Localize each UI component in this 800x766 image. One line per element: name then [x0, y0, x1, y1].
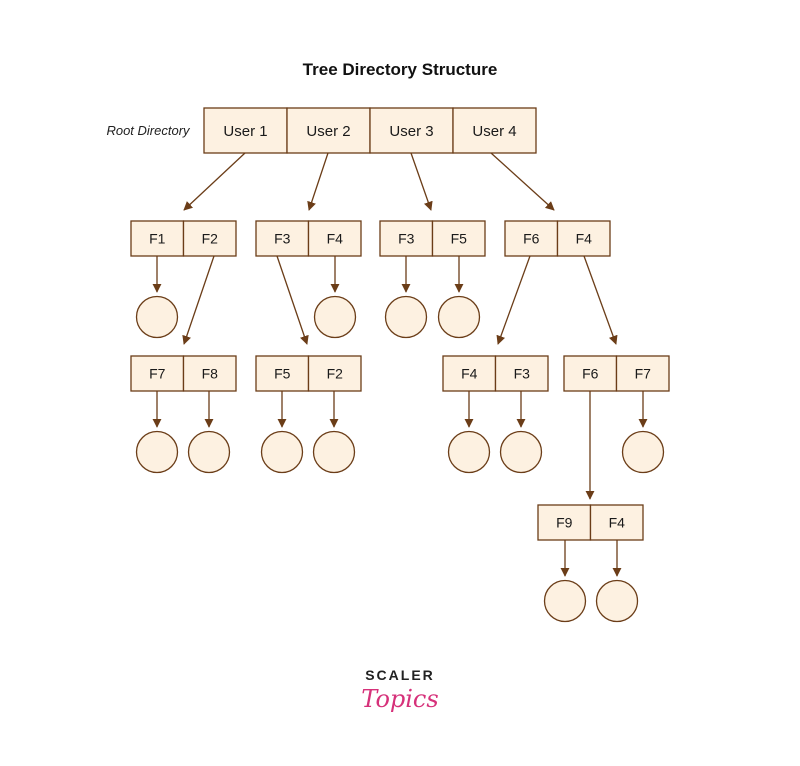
arrow-to-directory — [490, 152, 555, 211]
directory-node-u4: F6 F4 — [504, 220, 611, 257]
directory-cell-user-3: User 3 — [389, 123, 433, 140]
directory-cell-user-1: User 1 — [223, 123, 267, 140]
root-directory-label: Root Directory — [106, 123, 191, 138]
directory-cell-f2: F2 — [202, 231, 219, 247]
file-circle — [437, 295, 481, 339]
directory-cell-box — [494, 355, 549, 392]
directory-node-u2: F3 F4 — [255, 220, 362, 257]
root-directory-node: User 1 User 2 User 3 User 4 — [203, 107, 537, 154]
scaler-topics-logo: SCALER Topics — [361, 667, 438, 713]
arrow-to-directory — [182, 255, 215, 345]
brand-topics-text: Topics — [361, 685, 438, 713]
file-circle — [260, 430, 304, 474]
file-circle — [187, 430, 231, 474]
directory-node-u1-f2: F7 F8 — [130, 355, 237, 392]
directory-cell-f4: F4 — [327, 231, 344, 247]
file-circle — [621, 430, 665, 474]
directory-cell-box — [563, 355, 618, 392]
diagram-title: Tree Directory Structure — [303, 60, 498, 79]
brand-scaler-text: SCALER — [365, 667, 435, 683]
directory-cell-user-2: User 2 — [306, 123, 350, 140]
arrow-to-directory — [410, 152, 433, 211]
directory-cell-box — [286, 107, 371, 154]
directory-cell-box — [307, 355, 362, 392]
file-circle — [135, 295, 179, 339]
directory-cell-f6: F6 — [523, 231, 540, 247]
directory-cell-f3: F3 — [514, 366, 531, 382]
directory-cell-box — [203, 107, 288, 154]
directory-cell-f1: F1 — [149, 231, 166, 247]
directory-cell-box — [369, 107, 454, 154]
directory-cell-box — [130, 355, 185, 392]
directory-cell-f4: F4 — [576, 231, 593, 247]
arrow-to-directory — [276, 255, 309, 345]
directory-cell-box — [452, 107, 537, 154]
directory-cell-box — [182, 355, 237, 392]
directory-cell-f7: F7 — [149, 366, 166, 382]
directory-cell-f4: F4 — [609, 515, 626, 531]
file-circle — [135, 430, 179, 474]
directory-cell-f7: F7 — [635, 366, 652, 382]
directory-cell-box — [255, 355, 310, 392]
arrow-to-directory — [496, 255, 531, 345]
file-circle — [543, 579, 587, 623]
directory-cell-f9: F9 — [556, 515, 573, 531]
file-circle — [384, 295, 428, 339]
directory-node-u4-f4-f6: F9 F4 — [537, 504, 644, 541]
directory-cell-f2: F2 — [327, 366, 344, 382]
directory-cell-box — [255, 220, 310, 257]
directory-cell-box — [431, 220, 486, 257]
arrow-to-directory — [183, 152, 246, 211]
file-circle — [313, 295, 357, 339]
directory-cell-f5: F5 — [451, 231, 468, 247]
directory-cell-box — [615, 355, 670, 392]
directory-node-u4-f4: F6 F7 — [563, 355, 670, 392]
arrow-to-directory — [307, 152, 329, 211]
directory-cell-f3: F3 — [274, 231, 291, 247]
edges — [152, 152, 648, 577]
directory-cell-box — [556, 220, 611, 257]
directory-node-u4-f6: F4 F3 — [442, 355, 549, 392]
file-circle — [447, 430, 491, 474]
directory-cell-box — [589, 504, 644, 541]
directory-cell-f4: F4 — [461, 366, 478, 382]
arrow-to-directory — [583, 255, 618, 345]
directory-cell-box — [307, 220, 362, 257]
directory-cell-box — [182, 220, 237, 257]
directory-cell-f8: F8 — [202, 366, 219, 382]
directory-node-u1: F1 F2 — [130, 220, 237, 257]
file-circle — [595, 579, 639, 623]
file-circle — [312, 430, 356, 474]
directory-node-u2-f3: F5 F2 — [255, 355, 362, 392]
directory-cell-f5: F5 — [274, 366, 291, 382]
directory-cell-f6: F6 — [582, 366, 599, 382]
directory-node-u3: F3 F5 — [379, 220, 486, 257]
file-circle — [499, 430, 543, 474]
directory-cell-user-4: User 4 — [472, 123, 516, 140]
directory-cell-f3: F3 — [398, 231, 415, 247]
